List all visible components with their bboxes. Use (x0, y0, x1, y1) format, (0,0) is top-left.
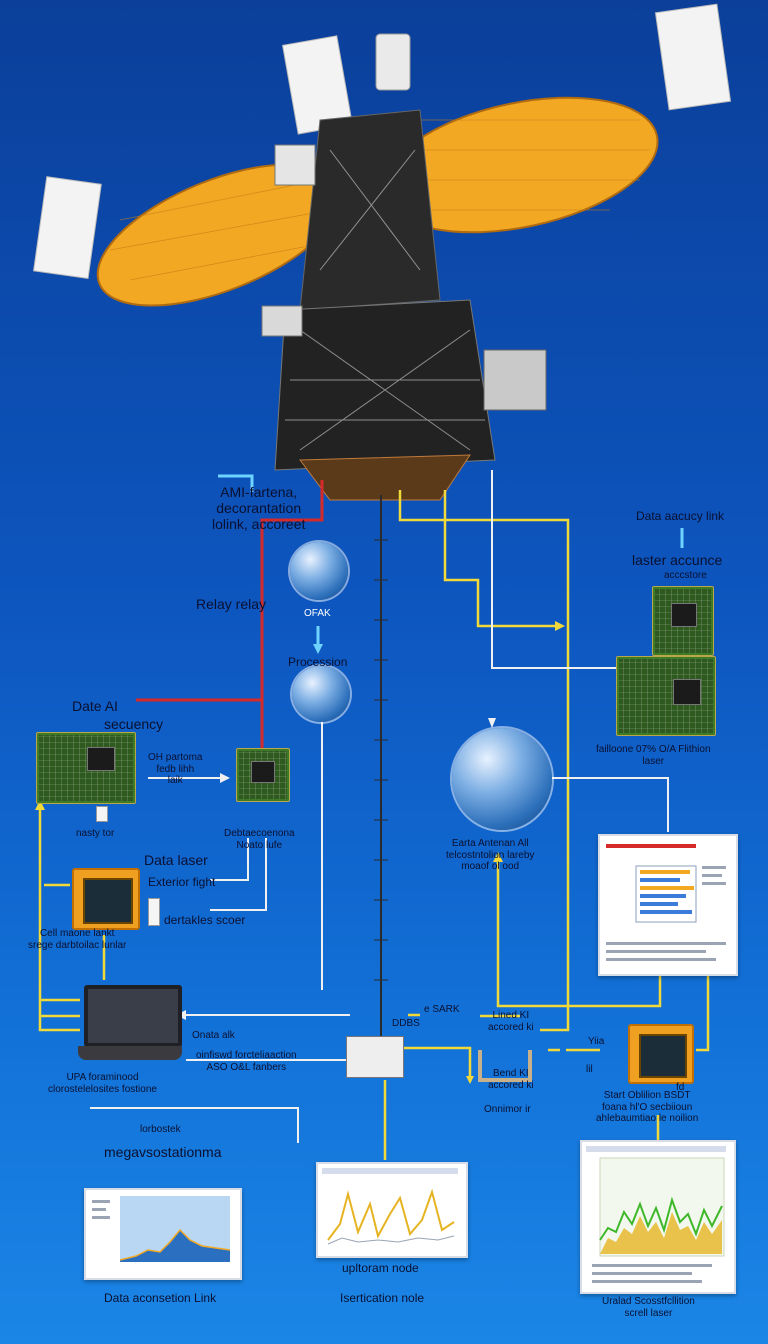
chart-panel-icon-right[interactable] (598, 834, 738, 976)
uplogram-node-label: upltoram node (342, 1261, 419, 1275)
link-wire-white (90, 470, 669, 1143)
onnimor-ir-label: Onnimor ir (484, 1104, 531, 1115)
oinfised-label: oinfiswd forcteliaaction ASO O&L fanbers (196, 1050, 297, 1073)
ofak-label: OFAK (304, 608, 331, 619)
lined-ki-label: Lined KI accored ki (488, 1010, 534, 1033)
globe-icon-upper (290, 542, 348, 600)
orange-device-icon-right[interactable] (628, 1024, 694, 1084)
deb-station-label: Debtaecoenona Noato lufe (224, 828, 295, 851)
solar-panel-right (654, 3, 732, 111)
satellite-dish-icon (33, 3, 732, 501)
cell-machine-label: Cell maone lankt srege darbtoilac lunlar (28, 928, 127, 951)
bend-ki-label: Bend KI accored ki (488, 1068, 534, 1091)
secuency-label: secuency (104, 716, 164, 732)
relay-wire-red (136, 480, 324, 760)
start-oblilion-label: Start Oblilion BSDT foana hl'O secbiioun… (596, 1090, 699, 1124)
exterior-fight-label: Exterior fight (148, 875, 216, 889)
laser-accunce-label: laster accunce (632, 552, 723, 568)
data-laser-label: Data laser (144, 852, 208, 868)
nasty-tor-label: nasty tor (76, 828, 115, 839)
e-sark-label: e SARK (424, 1004, 460, 1015)
solar-panel-left (33, 176, 102, 279)
isertication-node-label: Isertication nole (340, 1291, 425, 1305)
fd-label: fd (676, 1082, 685, 1093)
megavsostationma-label: megavsostationma (104, 1144, 222, 1160)
chart-panel-icon-bottom-middle[interactable] (316, 1162, 468, 1258)
data-accuracy-link-label: Data aacucy link (636, 509, 725, 523)
earth-antenna-label: Earta Antenan All telcostntolion lareby … (446, 838, 535, 872)
upa-terminal-label: UPA foraminood clorostelelosites fostion… (48, 1072, 157, 1095)
dertakles-scoer-label: dertakles scoer (164, 913, 246, 927)
lorbostek-label: lorbostek (140, 1124, 181, 1135)
yia-label: Yiia (588, 1036, 605, 1047)
lil-label: lil (586, 1064, 593, 1075)
of-partoma-label: OH partoma fedb lihh laik (148, 752, 203, 786)
antenna-orientation-label: AMI-fartena, decorantation lolink, accor… (212, 484, 306, 533)
globe-icon-earth (452, 728, 552, 830)
orange-device-icon-left[interactable] (72, 868, 140, 930)
ddbs-label: DDBS (392, 1018, 420, 1029)
onata-alk-label: Onata alk (192, 1030, 235, 1041)
data-acconsetion-link-label: Data aconsetion Link (104, 1291, 217, 1305)
chart-panel-icon-bottom-right[interactable] (580, 1140, 736, 1294)
circuit-board-icon-right[interactable] (616, 656, 716, 736)
data-ai-label: Date AI (72, 698, 118, 714)
fail-icons-label: failloone 07% O/A Flithion laser (596, 744, 711, 767)
globe-icon-middle (292, 666, 350, 722)
laptop-icon[interactable] (84, 985, 182, 1047)
united-scosetic-label: Uralad Scosstfcllition screll laser (602, 1296, 695, 1319)
circuit-board-icon-mid[interactable] (236, 748, 290, 802)
circuit-board-icon-left[interactable] (36, 732, 136, 804)
white-module (148, 898, 160, 926)
circuit-board-icon-top-right[interactable] (652, 586, 714, 656)
accesore-label: acccstore (664, 570, 707, 581)
white-module-small (96, 806, 108, 822)
procession-label: Procession (288, 655, 348, 669)
chart-panel-icon-bottom-left[interactable] (84, 1188, 242, 1280)
relay-label: Relay relay (196, 596, 267, 612)
relay-node-icon[interactable] (346, 1036, 404, 1078)
laptop-keyboard (78, 1046, 182, 1060)
